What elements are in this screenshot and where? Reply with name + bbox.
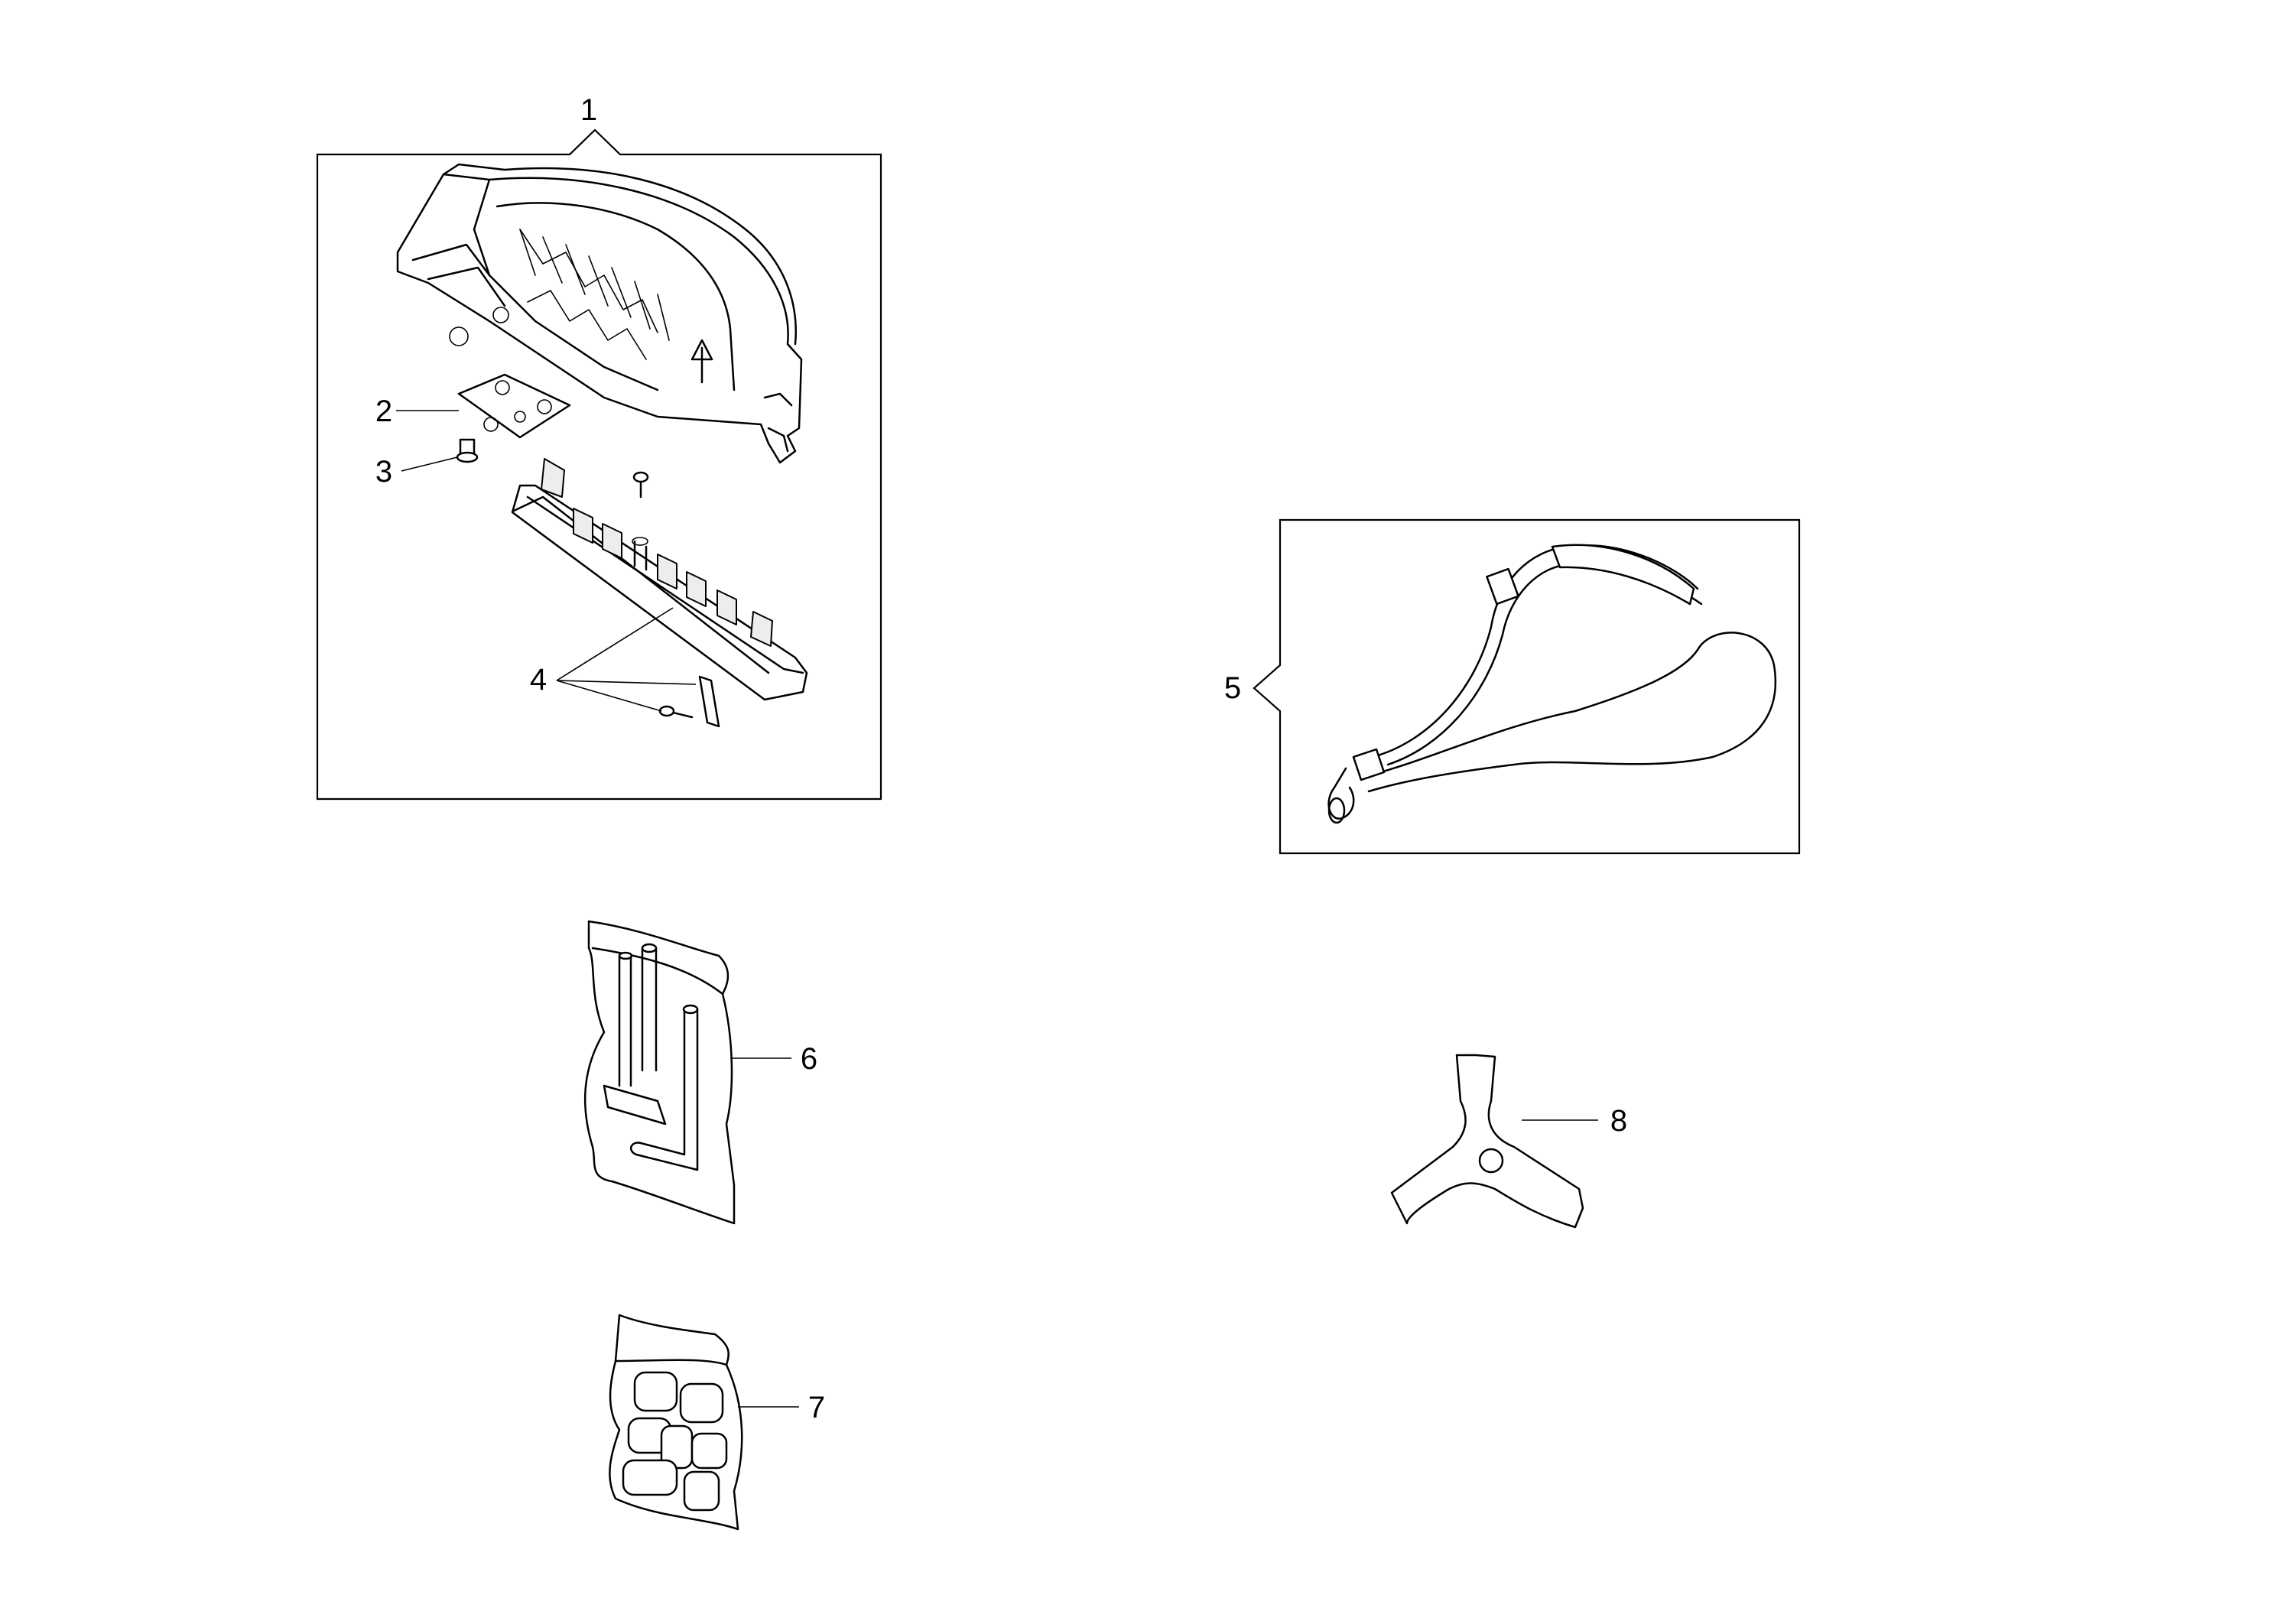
blade-guard-icon bbox=[396, 163, 803, 464]
callout-6: 6 bbox=[801, 1042, 817, 1076]
shoulder-strap-icon bbox=[1327, 544, 1777, 824]
callout-1: 1 bbox=[580, 93, 597, 127]
tool-kit-icon bbox=[583, 920, 736, 1225]
spare-parts-bag-icon bbox=[609, 1314, 743, 1531]
screw-icon bbox=[456, 438, 479, 463]
group-1-frame bbox=[316, 128, 882, 801]
three-tooth-blade-icon bbox=[1390, 1054, 1584, 1229]
callout-8: 8 bbox=[1610, 1104, 1627, 1138]
callout-4: 4 bbox=[530, 663, 547, 697]
mounting-plate-icon bbox=[457, 373, 571, 439]
callout-5: 5 bbox=[1224, 671, 1241, 705]
group-5-frame bbox=[1253, 518, 1801, 855]
callout-2: 2 bbox=[375, 395, 392, 428]
callout-7: 7 bbox=[808, 1391, 825, 1424]
callout-3: 3 bbox=[375, 455, 392, 489]
guard-extension-icon bbox=[511, 458, 808, 728]
